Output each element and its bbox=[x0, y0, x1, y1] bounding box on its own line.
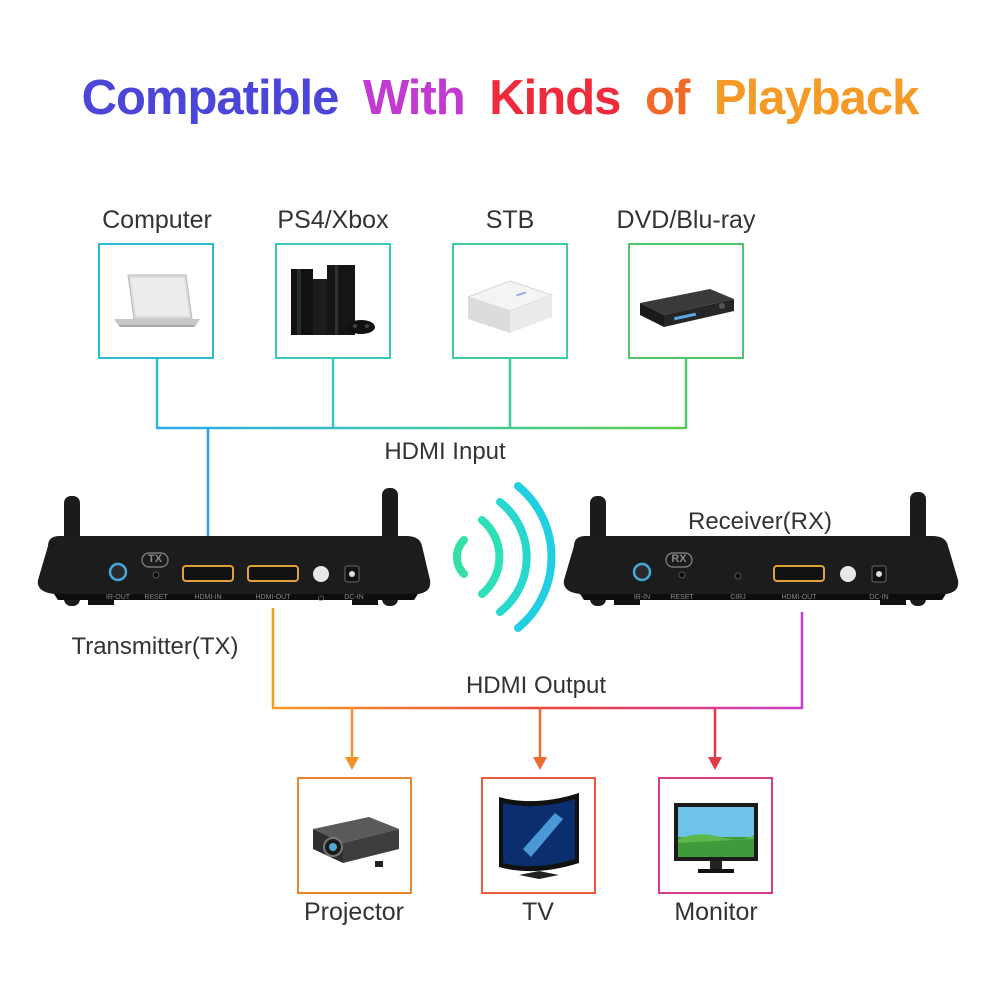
tv-icon bbox=[499, 793, 579, 879]
output-device-label-tv: TV bbox=[522, 898, 554, 926]
title-word-4: of bbox=[645, 71, 690, 125]
tx-port-reset: RESET bbox=[144, 594, 168, 601]
tx-port-ir-out: IR-OUT bbox=[105, 594, 131, 601]
input-device-label-stb: STB bbox=[485, 206, 535, 234]
hdmi-output-lines bbox=[271, 608, 804, 770]
title-word-2: With bbox=[362, 71, 466, 125]
tx-port-hdmi-out: HDMI-OUT bbox=[255, 594, 291, 601]
rx-port-ir-in: IR-IN bbox=[633, 594, 651, 601]
game-console-icon bbox=[291, 265, 375, 335]
dvd-player-icon bbox=[640, 289, 734, 327]
title-word-3: Kinds bbox=[489, 71, 621, 125]
output-device-projector bbox=[297, 777, 412, 894]
transmitter-unit: ⏻ bbox=[37, 488, 431, 606]
projector-icon bbox=[313, 817, 399, 867]
page-title: Compatible With Kinds of Playback bbox=[0, 68, 1000, 128]
input-device-dvd bbox=[628, 243, 744, 359]
hdmi-output-label: HDMI Output bbox=[465, 672, 607, 699]
rx-port-dc-in: DC-IN bbox=[869, 594, 889, 601]
tx-port-hdmi-in: HDMI-IN bbox=[194, 594, 222, 601]
receiver-unit bbox=[563, 492, 959, 606]
title-word-5: Playback bbox=[713, 71, 919, 125]
title-word-1: Compatible bbox=[81, 71, 340, 125]
hdmi-input-label: HDMI Input bbox=[384, 438, 506, 465]
input-device-computer bbox=[98, 243, 214, 359]
tx-badge: TX bbox=[147, 553, 163, 565]
input-device-label-dvd: DVD/Blu-ray bbox=[616, 206, 756, 234]
output-device-tv bbox=[481, 777, 596, 894]
wifi-signal-icon bbox=[452, 482, 556, 632]
input-device-console bbox=[275, 243, 391, 359]
input-device-label-console: PS4/Xbox bbox=[277, 206, 389, 234]
rx-port-hdmi-out: HDMI-OUT bbox=[781, 594, 817, 601]
output-device-label-monitor: Monitor bbox=[674, 898, 758, 926]
transmitter-label: Transmitter(TX) bbox=[71, 633, 239, 660]
rx-port-cirj: CIRJ bbox=[730, 594, 746, 601]
monitor-icon bbox=[674, 803, 758, 873]
rx-port-reset: RESET bbox=[670, 594, 694, 601]
output-device-label-projector: Projector bbox=[303, 898, 405, 926]
input-device-label-computer: Computer bbox=[102, 206, 212, 234]
set-top-box-icon bbox=[466, 280, 554, 333]
input-device-stb bbox=[452, 243, 568, 359]
tx-port-dc-in: DC-IN bbox=[344, 594, 364, 601]
rx-badge: RX bbox=[671, 553, 687, 565]
laptop-icon bbox=[114, 274, 200, 327]
receiver-label: Receiver(RX) bbox=[687, 508, 833, 535]
output-device-monitor bbox=[658, 777, 773, 894]
power-icon: ⏻ bbox=[318, 594, 325, 603]
